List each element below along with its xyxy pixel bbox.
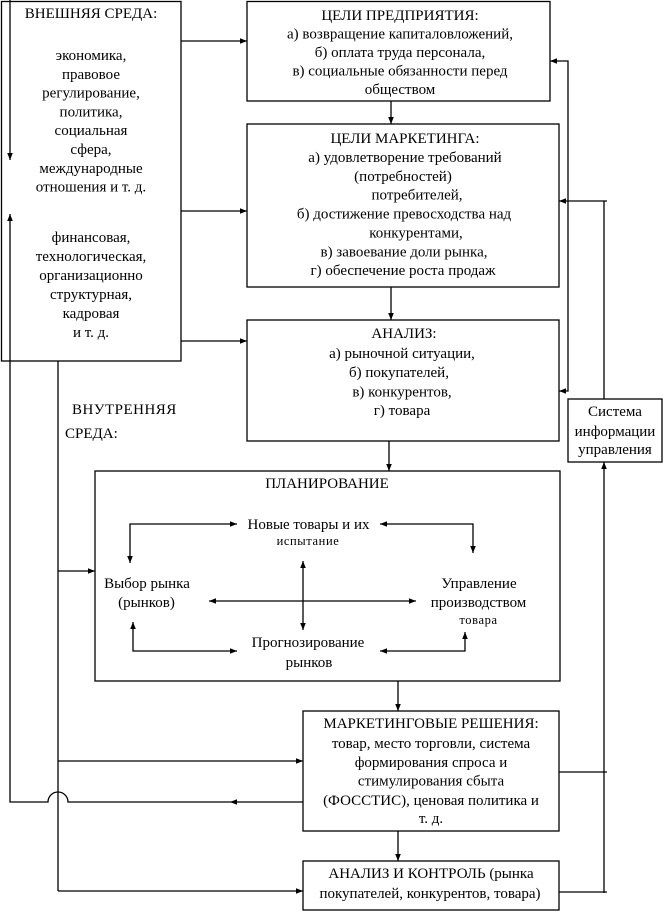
analysis-line: г) товара (374, 403, 431, 419)
marketing-goals-title: ЦЕЛИ МАРКЕТИНГА: (330, 131, 479, 147)
marketing-goal-line: потребителей, (371, 188, 462, 204)
external-factor-line: экономика, (56, 48, 127, 64)
planning-arrow-market-new-products (127, 521, 237, 563)
analysis-line: в) конкурентов, (352, 385, 451, 401)
external-environment-title: ВНЕШНЯЯ СРЕДА: (25, 6, 157, 22)
marketing-goal-line: (потребностей) (354, 169, 452, 185)
internal-factor-line: кадровая (63, 306, 120, 322)
marketing-goal-line: б) достижение превосходства над (297, 207, 512, 223)
enterprise-goal-line: б) оплата труда персонала, (315, 45, 486, 61)
marketing-decisions-line: товар, место торговли, система (332, 736, 531, 752)
marketing-decisions-box (302, 710, 560, 832)
management-information-system-label: Система (588, 404, 642, 420)
internal-factor-line: организационно (39, 268, 143, 284)
marketing-goal-line: г) обеспечение роста продаж (311, 263, 497, 279)
marketing-goal-line: а) удовлетворение требований (308, 150, 501, 166)
planning-node-production-management: Управление (441, 576, 517, 592)
analysis-line: а) рыночной ситуации, (329, 346, 475, 362)
external-factor-line: социальная (55, 123, 128, 139)
marketing-decisions-line: формирования спроса и (355, 755, 508, 771)
analysis-control-box (302, 860, 560, 911)
marketing-decisions-line: (ФОССТИС), ценовая политика и (323, 793, 539, 809)
planning-node-production-management: производством (431, 595, 527, 611)
marketing-decisions-line: т. д. (419, 811, 443, 827)
planning-arrow-forecasting-production (380, 632, 468, 654)
planning-node-market-forecasting: Прогнозирование (252, 635, 365, 651)
enterprise-goals-box (246, 0, 551, 102)
management-information-system-label: информации (575, 424, 656, 440)
analysis-control-line: покупателей, конкурентов, товара) (319, 886, 540, 902)
internal-environment-label: СРЕДА: (65, 426, 118, 442)
internal-factor-line: финансовая, (52, 230, 131, 246)
planning-node-market-selection: Выбор рынка (104, 576, 190, 592)
external-factor-line: регулирование, (42, 86, 140, 102)
planning-arrow-new-products-production (380, 521, 476, 553)
marketing-goal-line: конкурентами, (369, 226, 462, 242)
marketing-goal-line: в) завоевание доли рынка, (320, 245, 487, 261)
external-factor-line: международные (39, 161, 143, 177)
planning-node-market-selection: (рынков) (118, 595, 175, 611)
decisions-feedback-line (7, 214, 230, 803)
internal-factor-line: и т. д. (73, 325, 109, 341)
planning-arrow-market-forecasting (130, 622, 237, 654)
internal-factor-line: структурная, (50, 287, 132, 303)
enterprise-goals-title: ЦЕЛИ ПРЕДПРИЯТИЯ: (321, 8, 478, 24)
analysis-title: АНАЛИЗ: (371, 326, 436, 342)
planning-node-market-forecasting: рынков (286, 655, 333, 671)
external-factor-line: отношения и т. д. (36, 180, 146, 196)
planning-node-new-products: испытание (277, 534, 340, 548)
enterprise-goal-line: в) социальные обязанности перед (292, 64, 507, 80)
analysis-control-line: АНАЛИЗ И КОНТРОЛЬ (рынка (328, 866, 534, 882)
external-factor-line: сфера, (70, 142, 111, 158)
management-information-system-box (567, 398, 663, 463)
external-environment-box (0, 0, 182, 362)
enterprise-goal-line: обществом (365, 82, 436, 98)
planning-node-production-management: товара (459, 613, 497, 627)
external-factor-line: политика, (60, 104, 123, 120)
external-factor-line: правовое (62, 67, 120, 83)
right-feedback-loop (550, 58, 569, 394)
marketing-decisions-title: МАРКЕТИНГОВЫЕ РЕШЕНИЯ: (323, 716, 538, 732)
marketing-decisions-line: стимулирования сбыта (358, 774, 505, 790)
analysis-line: б) покупателей, (349, 365, 449, 381)
internal-environment-label: ВНУТРЕННЯЯ (72, 402, 177, 418)
analysis-box (246, 319, 560, 442)
marketing-goals-box (246, 123, 560, 288)
enterprise-goal-line: а) возвращение капиталовложений, (287, 27, 513, 43)
management-information-system-label: управления (578, 442, 652, 458)
internal-factor-line: технологическая, (36, 249, 147, 265)
planning-title: ПЛАНИРОВАНИЕ (265, 476, 389, 492)
planning-node-new-products: Новые товары и их (248, 517, 370, 533)
